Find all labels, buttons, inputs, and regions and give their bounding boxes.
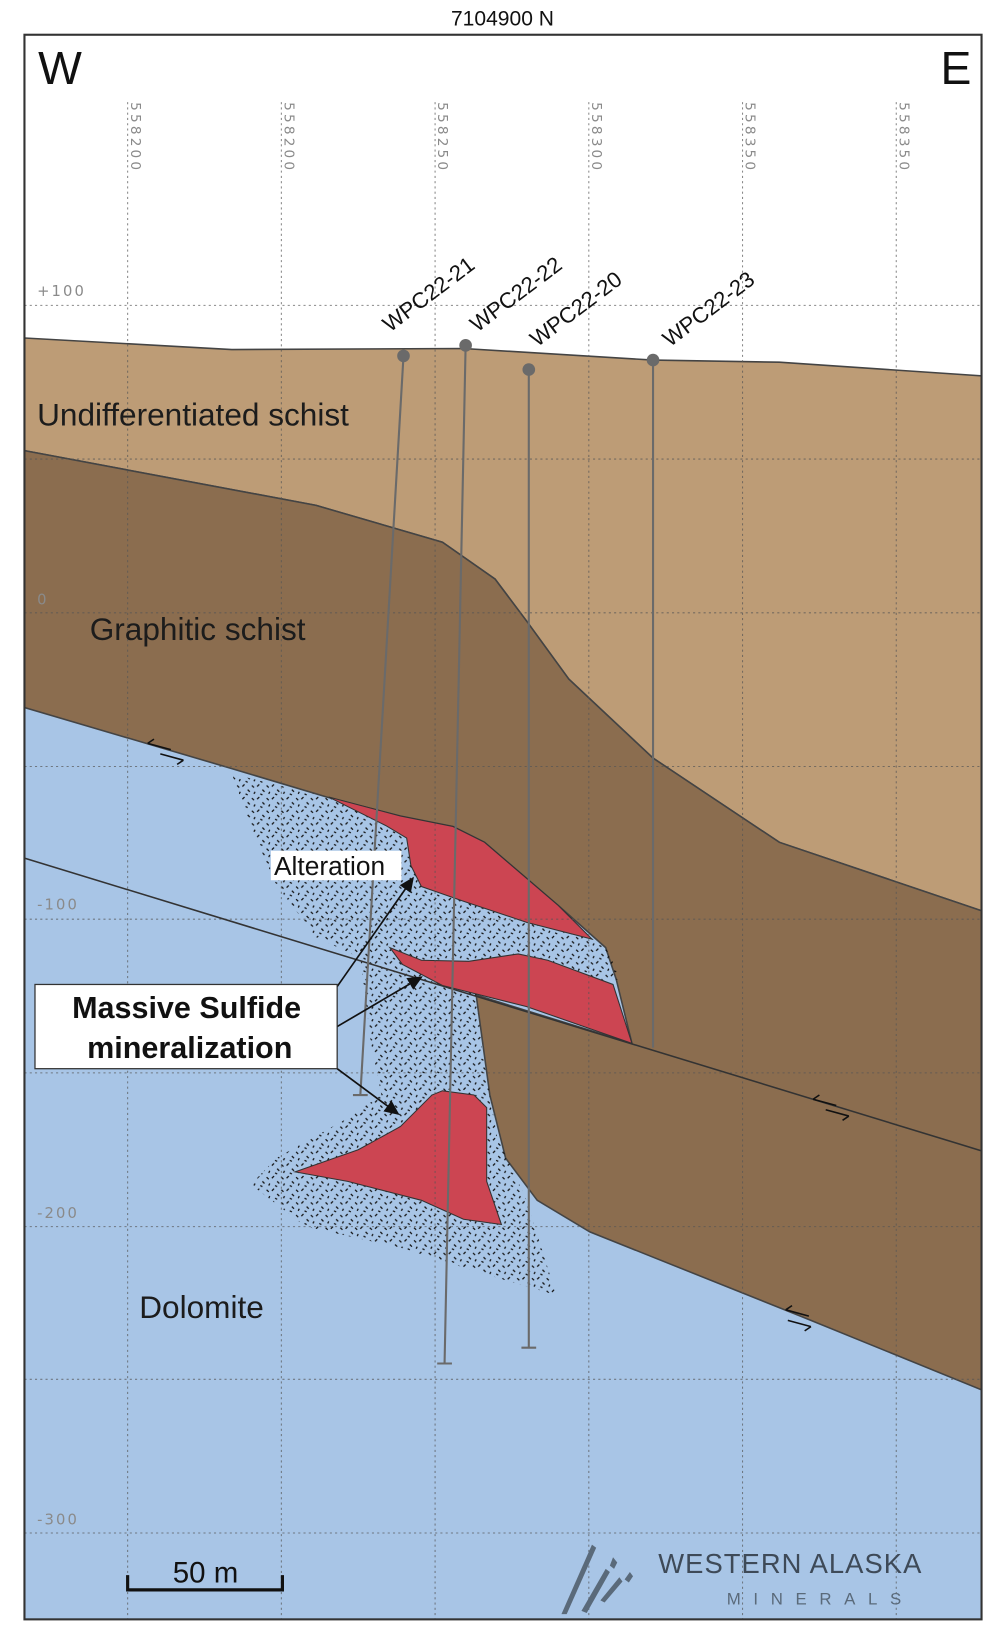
sulfide-body-upper bbox=[328, 796, 594, 941]
svg-text:558250: 558250 bbox=[434, 102, 450, 173]
sulfide-label-line1: Massive Sulfide bbox=[72, 991, 301, 1025]
svg-text:558300: 558300 bbox=[588, 102, 604, 173]
easting-ticks: 558200 558200 558250 558300 558350 55835… bbox=[127, 102, 912, 173]
graphitic-schist-label: Graphitic schist bbox=[90, 611, 306, 647]
sulfide-arrows bbox=[336, 876, 423, 1115]
northing-label: 7104900 N bbox=[451, 7, 554, 30]
fault-arrows bbox=[147, 738, 850, 1332]
collar-wpc22-22 bbox=[459, 339, 472, 352]
svg-text:558200: 558200 bbox=[127, 102, 143, 173]
alteration-label: Alteration bbox=[274, 851, 385, 881]
sulfide-callout-box bbox=[34, 983, 338, 1070]
svg-text:-300: -300 bbox=[37, 1512, 79, 1529]
svg-text:558350: 558350 bbox=[742, 102, 758, 173]
svg-text:558350: 558350 bbox=[895, 102, 911, 173]
elevation-ticks: +100 0 -100 -200 -300 bbox=[37, 283, 86, 1529]
scale-bar bbox=[126, 1575, 284, 1592]
company-logo: WESTERN ALASKA MINERALS bbox=[561, 1544, 922, 1615]
scale-bar-label: 50 m bbox=[173, 1557, 239, 1590]
logo-mark-icon bbox=[561, 1544, 634, 1615]
west-label: W bbox=[38, 42, 82, 94]
svg-text:WESTERN ALASKA: WESTERN ALASKA bbox=[658, 1548, 922, 1579]
undifferentiated-schist-label: Undifferentiated schist bbox=[37, 396, 349, 432]
svg-text:558200: 558200 bbox=[281, 102, 297, 173]
collar-wpc22-23 bbox=[646, 353, 660, 367]
collar-wpc22-21 bbox=[397, 349, 410, 363]
sulfide-label-line2: mineralization bbox=[87, 1031, 292, 1065]
svg-text:-100: -100 bbox=[37, 897, 79, 914]
svg-text:MINERALS: MINERALS bbox=[727, 1590, 914, 1609]
air-region bbox=[24, 34, 982, 376]
svg-text:-200: -200 bbox=[37, 1205, 79, 1222]
frame bbox=[23, 33, 983, 1621]
dolomite-label: Dolomite bbox=[139, 1289, 264, 1325]
svg-text:+100: +100 bbox=[37, 283, 86, 300]
east-label: E bbox=[940, 42, 971, 94]
svg-text:0: 0 bbox=[37, 591, 48, 608]
collar-wpc22-20 bbox=[522, 363, 536, 376]
